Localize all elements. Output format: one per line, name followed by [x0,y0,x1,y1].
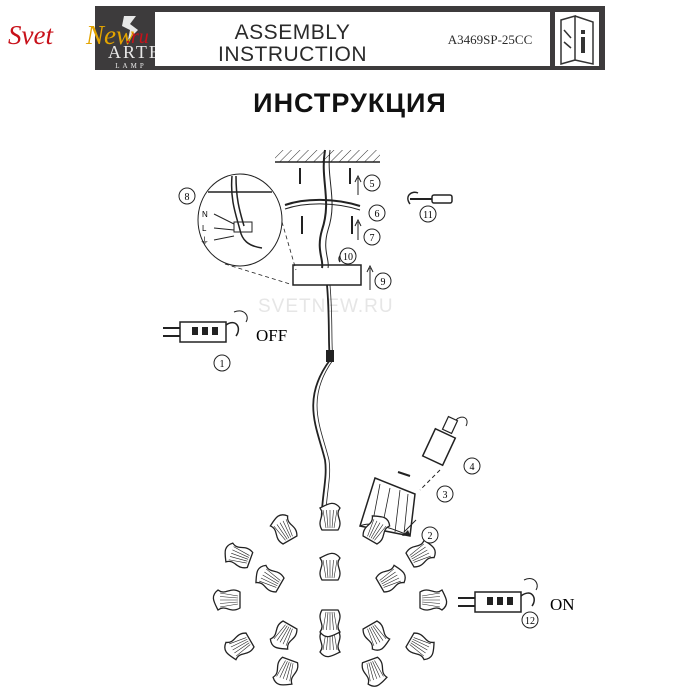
wire-label-ground: ⏚ [200,236,209,247]
on-label: ON [550,595,575,614]
step-number-9: 9 [381,277,386,288]
step-circle-4 [463,457,481,475]
wire-label-n: N [202,210,208,219]
glass-shade-flower [362,620,391,651]
step-number-7: 7 [370,233,375,244]
glass-shade-flower [405,632,435,661]
switch-on-diagram [458,578,538,613]
glass-shade-flower [362,515,391,545]
step-circle-5 [363,174,381,192]
step-circle-7 [363,228,381,246]
assembly-title: ASSEMBLY INSTRUCTION [218,21,367,66]
page-title: ИНСТРУКЦИЯ [253,88,447,118]
step-circle-8 [178,187,196,205]
watermark-text: SVETNEW.RU [258,296,394,317]
step-circle-6 [368,204,386,222]
manual-info-icon [555,12,599,66]
glass-shade-flower [255,564,285,593]
step-circle-2 [421,526,439,544]
step-circle-9 [374,272,392,290]
glass-shade-flower [224,542,254,569]
glass-shade-flower [375,564,406,593]
step-number-5: 5 [370,179,375,190]
brand-logo: ARTE LAMP [108,14,160,70]
step-number-11: 11 [423,210,433,221]
glass-shade-flower [269,620,298,650]
step-circle-10 [339,247,357,265]
step-number-2: 2 [428,531,433,542]
glass-shade-flower [224,632,255,661]
step-circle-11 [419,205,437,223]
step-circle-1 [213,354,231,372]
glass-shade-flower [272,656,299,686]
glass-shade-flower [361,656,388,687]
step-number-3: 3 [443,490,448,501]
step-number-8: 8 [185,192,190,203]
suspension-cable [312,284,334,531]
canopy [292,253,374,290]
step-circle-3 [436,485,454,503]
glass-shade-flower [269,514,298,545]
model-box: A3469SP-25CC [430,12,550,66]
glass-shade [359,471,417,537]
glass-shade-flower [319,609,341,638]
glass-shade-flower [319,502,341,531]
bulb-socket [419,415,468,491]
step-number-4: 4 [470,462,475,473]
chandelier-body [212,502,448,687]
title-box: ASSEMBLY INSTRUCTION [155,12,430,66]
step-circle-12 [521,611,539,629]
svetnew-logo: Svet New .ru [8,20,149,50]
brand-figure-icon [122,16,138,40]
wiring-detail: N L ⏚ [197,173,297,285]
off-label: OFF [256,326,287,345]
step-number-1: 1 [220,359,225,370]
step-number-12: 12 [525,616,535,627]
model-code: A3469SP-25CC [447,32,533,47]
wire-label-l: L [202,224,207,233]
glass-shade-flower [419,589,448,611]
step-number-10: 10 [343,252,353,263]
step-number-6: 6 [375,209,380,220]
brand-sub: LAMP [115,62,147,70]
header-bar: ARTE LAMP ASSEMBLY INSTRUCTION A3469SP-2… [95,6,605,70]
brand-name: ARTE [108,42,162,62]
ceiling-mount [275,149,453,269]
glass-shade-flower [319,552,341,581]
switch-off-diagram [163,310,248,343]
glass-shade-flower [405,539,436,568]
glass-shade-flower [212,589,241,611]
